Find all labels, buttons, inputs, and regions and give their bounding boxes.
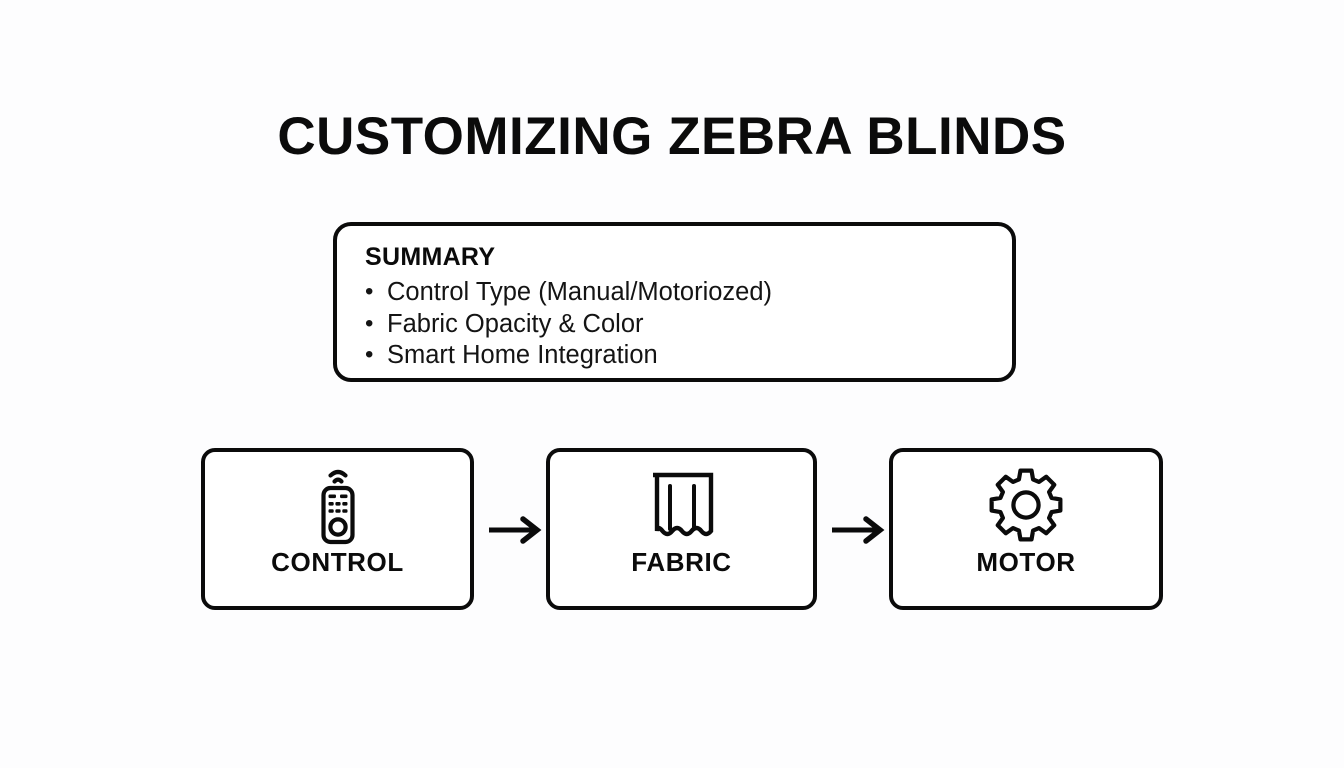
summary-panel: SUMMARY • Control Type (Manual/Motorioze… [333,222,1016,382]
list-item: • Fabric Opacity & Color [365,309,1012,341]
summary-heading: SUMMARY [365,243,496,271]
flow-step-fabric: FABRIC [546,448,817,610]
process-flow: CONTROL FABRIC [0,448,1344,612]
flow-step-label: MOTOR [976,547,1076,577]
list-item: • Control Type (Manual/Motoriozed) [365,277,1012,309]
page-title: CUSTOMIZING ZEBRA BLINDS [277,107,1067,166]
flow-step-label: CONTROL [271,547,404,577]
remote-control-icon [303,463,373,547]
flow-step-label: FABRIC [631,547,732,577]
list-item: • Smart Home Integration [365,340,1012,372]
bullet-icon: • [365,278,374,306]
bullet-icon: • [365,309,374,337]
gear-icon [982,463,1070,547]
arrow-right-icon [830,512,890,548]
list-item-label: Control Type (Manual/Motoriozed) [387,278,773,307]
fabric-blind-icon [637,463,727,547]
flow-step-control: CONTROL [201,448,474,610]
list-item-label: Smart Home Integration [387,341,658,370]
arrow-right-icon [487,512,547,548]
bullet-icon: • [365,341,374,369]
flow-step-motor: MOTOR [889,448,1163,610]
list-item-label: Fabric Opacity & Color [387,309,644,338]
summary-list: • Control Type (Manual/Motoriozed) • Fab… [365,277,1012,372]
